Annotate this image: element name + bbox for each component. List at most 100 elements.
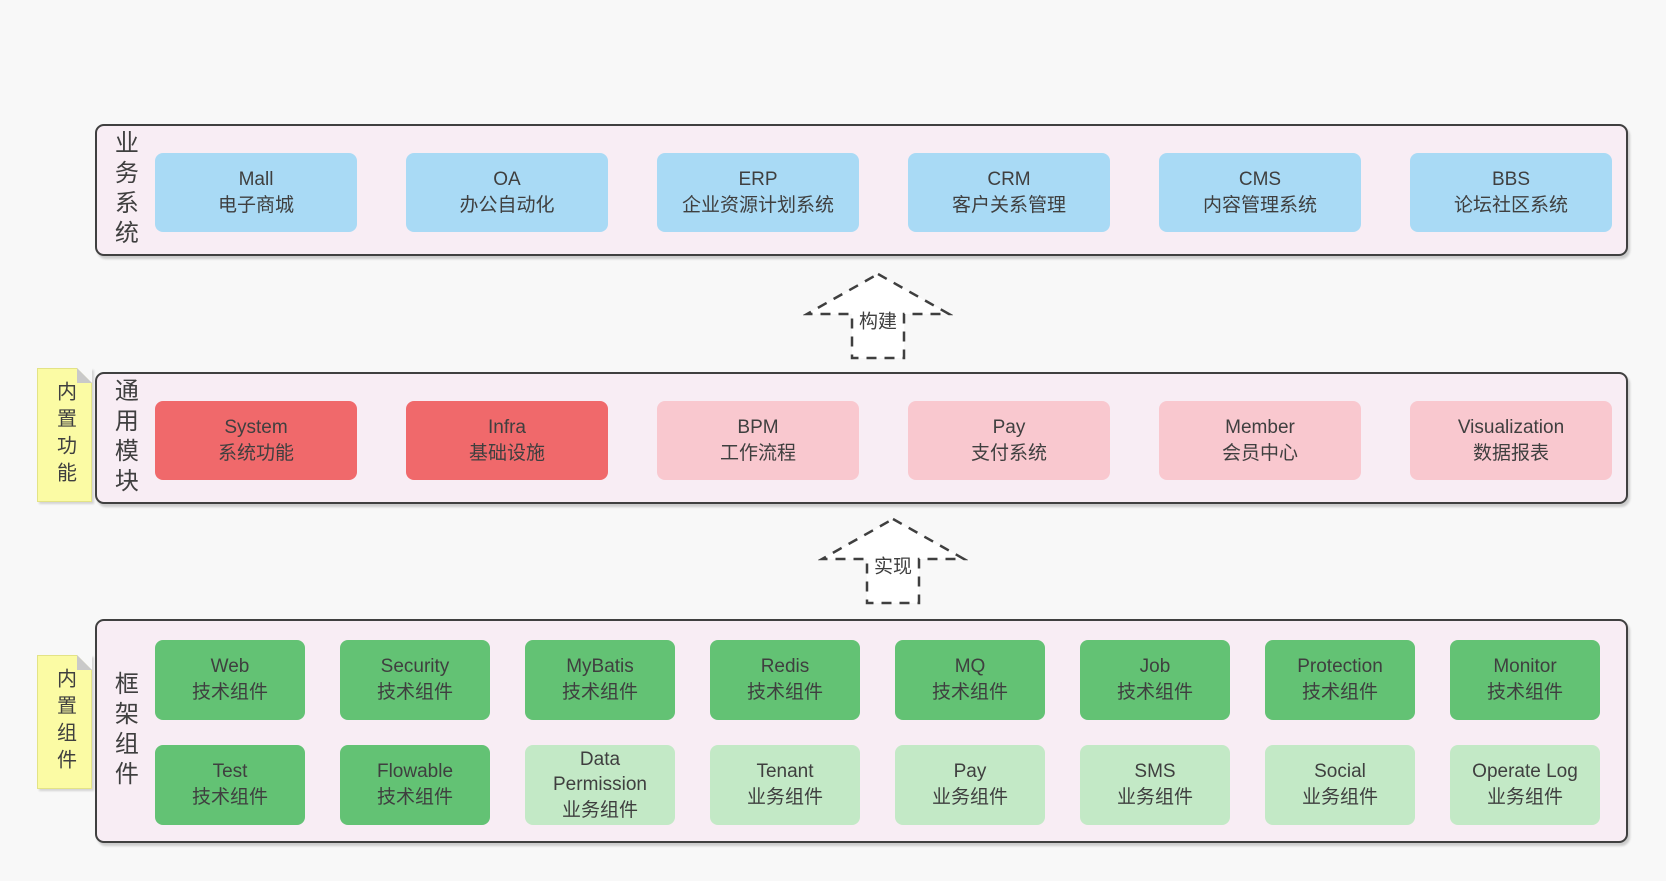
band-label-components: 框架组件 xyxy=(110,671,138,791)
box-title: CRM xyxy=(987,168,1031,190)
box-title: Operate Log xyxy=(1472,761,1578,783)
box-subtitle: 工作流程 xyxy=(719,442,796,464)
box-subtitle: 业务组件 xyxy=(1301,787,1378,808)
note-builtin-functions: 内置功能 xyxy=(37,368,92,502)
box-mall: Mall 电子商城 xyxy=(155,153,357,232)
box-cms: CMS 内容管理系统 xyxy=(1159,153,1361,232)
box-visualization: Visualization 数据报表 xyxy=(1410,401,1612,480)
box-title: MyBatis xyxy=(566,656,634,678)
box-title: MQ xyxy=(954,656,986,678)
box-title: Tenant xyxy=(756,761,814,783)
band-business-systems: 业务系统 Mall 电子商城 OA 办公自动化 ERP 企业资源计划系统 CRM… xyxy=(95,124,1628,256)
box-title: Social xyxy=(1314,761,1366,783)
box-title: Data Permission xyxy=(553,748,647,796)
band-label-business: 业务系统 xyxy=(110,130,138,250)
box-pay: Pay 支付系统 xyxy=(908,401,1110,480)
box-subtitle: 系统功能 xyxy=(217,442,294,464)
box-subtitle: 技术组件 xyxy=(1301,682,1378,703)
module-box-row: System 系统功能 Infra 基础设施 BPM 工作流程 Pay 支付系统… xyxy=(155,401,1612,480)
box-subtitle: 技术组件 xyxy=(376,787,453,808)
box-subtitle: 业务组件 xyxy=(931,787,1008,808)
box-operate-log: Operate Log 业务组件 xyxy=(1450,745,1600,825)
box-subtitle: 内容管理系统 xyxy=(1202,194,1317,216)
box-title: Monitor xyxy=(1493,656,1557,678)
box-monitor: Monitor 技术组件 xyxy=(1450,640,1600,720)
box-subtitle: 技术组件 xyxy=(376,682,453,703)
arrow-implement-label: 实现 xyxy=(871,551,915,579)
box-crm: CRM 客户关系管理 xyxy=(908,153,1110,232)
box-mybatis: MyBatis 技术组件 xyxy=(525,640,675,720)
box-subtitle: 业务组件 xyxy=(746,787,823,808)
box-subtitle: 技术组件 xyxy=(191,787,268,808)
arrow-implement: 实现 xyxy=(818,515,968,607)
box-subtitle: 业务组件 xyxy=(561,799,638,821)
box-subtitle: 支付系统 xyxy=(970,442,1047,464)
note-fold-icon xyxy=(77,368,92,383)
box-member: Member 会员中心 xyxy=(1159,401,1361,480)
box-subtitle: 企业资源计划系统 xyxy=(681,194,834,216)
box-data-permission: Data Permission 业务组件 xyxy=(525,745,675,825)
box-web: Web 技术组件 xyxy=(155,640,305,720)
box-subtitle: 技术组件 xyxy=(561,682,638,703)
box-subtitle: 业务组件 xyxy=(1116,787,1193,808)
box-title: Pay xyxy=(992,416,1026,438)
box-security: Security 技术组件 xyxy=(340,640,490,720)
box-protection: Protection 技术组件 xyxy=(1265,640,1415,720)
box-social: Social 业务组件 xyxy=(1265,745,1415,825)
band-framework-components: 框架组件 Web 技术组件 Security 技术组件 MyBatis 技术组件… xyxy=(95,619,1628,843)
box-title: Infra xyxy=(487,416,527,438)
arrow-build: 构建 xyxy=(803,270,953,362)
box-title: Pay xyxy=(953,761,987,783)
box-title: System xyxy=(224,416,288,438)
band-common-modules: 通用模块 System 系统功能 Infra 基础设施 BPM 工作流程 Pay… xyxy=(95,372,1628,504)
box-title: Web xyxy=(210,656,250,678)
box-mq: MQ 技术组件 xyxy=(895,640,1045,720)
box-subtitle: 数据报表 xyxy=(1472,442,1549,464)
box-title: Redis xyxy=(760,656,810,678)
box-title: Flowable xyxy=(376,761,454,783)
box-title: Protection xyxy=(1297,656,1383,678)
box-system: System 系统功能 xyxy=(155,401,357,480)
box-subtitle: 技术组件 xyxy=(746,682,823,703)
box-title: CMS xyxy=(1238,168,1282,190)
box-redis: Redis 技术组件 xyxy=(710,640,860,720)
box-subtitle: 电子商城 xyxy=(217,194,294,216)
component-box-row-2: Test 技术组件 Flowable 技术组件 Data Permission … xyxy=(155,745,1600,825)
box-subtitle: 基础设施 xyxy=(468,442,545,464)
box-title: ERP xyxy=(738,168,778,190)
box-subtitle: 技术组件 xyxy=(191,682,268,703)
box-title: Mall xyxy=(238,168,274,190)
box-title: BPM xyxy=(737,416,779,438)
note-label: 内置组件 xyxy=(53,668,76,776)
box-subtitle: 业务组件 xyxy=(1486,787,1563,808)
note-builtin-components: 内置组件 xyxy=(37,655,92,789)
box-subtitle: 客户关系管理 xyxy=(951,194,1066,216)
box-title: Visualization xyxy=(1457,416,1565,438)
box-bpm: BPM 工作流程 xyxy=(657,401,859,480)
note-fold-icon xyxy=(77,655,92,670)
box-job: Job 技术组件 xyxy=(1080,640,1230,720)
box-subtitle: 论坛社区系统 xyxy=(1453,194,1568,216)
box-title: Member xyxy=(1225,416,1295,438)
box-tenant: Tenant 业务组件 xyxy=(710,745,860,825)
box-subtitle: 技术组件 xyxy=(931,682,1008,703)
box-title: Job xyxy=(1139,656,1171,678)
box-flowable: Flowable 技术组件 xyxy=(340,745,490,825)
box-title: SMS xyxy=(1134,761,1176,783)
component-box-row-1: Web 技术组件 Security 技术组件 MyBatis 技术组件 Redi… xyxy=(155,640,1600,720)
box-title: Test xyxy=(212,761,248,783)
box-subtitle: 技术组件 xyxy=(1116,682,1193,703)
note-label: 内置功能 xyxy=(53,381,76,489)
arrow-build-label: 构建 xyxy=(856,306,900,334)
box-subtitle: 技术组件 xyxy=(1486,682,1563,703)
box-pay-biz: Pay 业务组件 xyxy=(895,745,1045,825)
box-bbs: BBS 论坛社区系统 xyxy=(1410,153,1612,232)
business-box-row: Mall 电子商城 OA 办公自动化 ERP 企业资源计划系统 CRM 客户关系… xyxy=(155,153,1612,232)
box-subtitle: 办公自动化 xyxy=(459,194,555,216)
box-erp: ERP 企业资源计划系统 xyxy=(657,153,859,232)
box-sms: SMS 业务组件 xyxy=(1080,745,1230,825)
box-title: OA xyxy=(493,168,521,190)
box-test: Test 技术组件 xyxy=(155,745,305,825)
box-oa: OA 办公自动化 xyxy=(406,153,608,232)
